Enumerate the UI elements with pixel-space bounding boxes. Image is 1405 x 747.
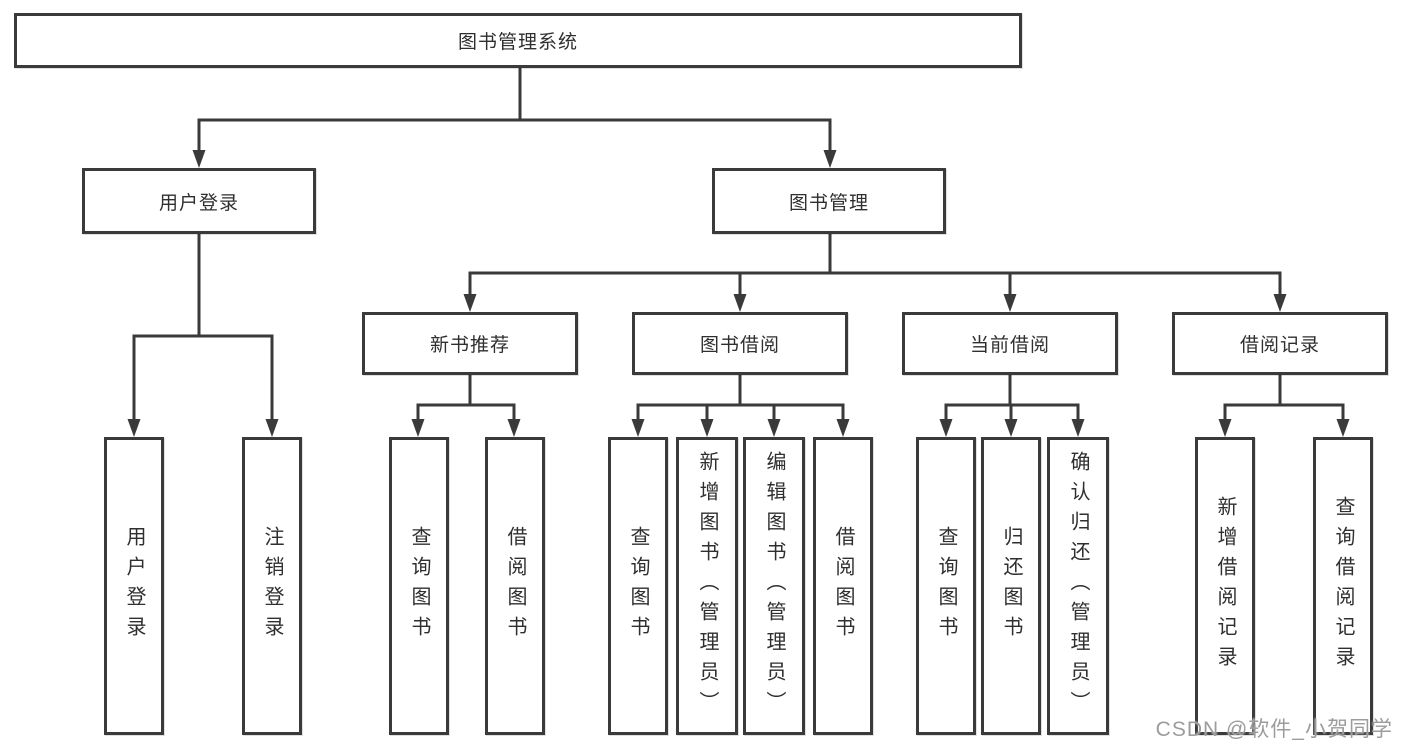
leaf-edit-books-admin: 编辑图书（管理员） <box>743 437 805 735</box>
node-user-login: 用户登录 <box>82 168 316 234</box>
leaf-user-login: 用户登录 <box>104 437 164 735</box>
leaf-confirm-return-admin: 确认归还（管理员） <box>1047 437 1109 735</box>
leaf-return-books: 归还图书 <box>981 437 1041 735</box>
leaf-query-books-borrow: 查询图书 <box>608 437 668 735</box>
node-label: 借阅记录 <box>1239 335 1320 356</box>
node-label: 图书借阅 <box>699 335 780 356</box>
leaf-add-books-admin: 新增图书（管理员） <box>676 437 738 735</box>
node-label: 用户登录 <box>123 526 145 646</box>
node-label: 当前借阅 <box>969 335 1050 356</box>
node-label: 查询图书 <box>935 526 957 646</box>
node-label: 查询图书 <box>627 526 649 646</box>
leaf-query-borrow-record: 查询借阅记录 <box>1313 437 1373 735</box>
node-label: 图书管理 <box>788 192 869 214</box>
leaf-add-borrow-record: 新增借阅记录 <box>1195 437 1255 735</box>
node-label: 编辑图书（管理员） <box>763 451 785 721</box>
node-book-management: 图书管理 <box>712 168 946 234</box>
leaf-borrow-books: 借阅图书 <box>813 437 873 735</box>
node-book-borrow: 图书借阅 <box>632 312 848 375</box>
node-borrow-record: 借阅记录 <box>1172 312 1388 375</box>
leaf-query-books-current: 查询图书 <box>916 437 976 735</box>
node-label: 借阅图书 <box>832 526 854 646</box>
node-current-borrow: 当前借阅 <box>902 312 1118 375</box>
node-label: 图书管理系统 <box>457 32 578 53</box>
node-label: 借阅图书 <box>504 526 526 646</box>
node-label: 确认归还（管理员） <box>1067 451 1089 721</box>
watermark: CSDN @软件_小贺同学 <box>1155 718 1393 741</box>
node-new-book-recommend: 新书推荐 <box>362 312 578 375</box>
node-label: 查询图书 <box>408 526 430 646</box>
node-label: 新增借阅记录 <box>1214 496 1236 676</box>
node-label: 归还图书 <box>1000 526 1022 646</box>
leaf-borrow-books-recommend: 借阅图书 <box>485 437 545 735</box>
node-label: 用户登录 <box>158 192 239 214</box>
node-label: 注销登录 <box>261 526 283 646</box>
leaf-query-books-recommend: 查询图书 <box>389 437 449 735</box>
node-library-management-system: 图书管理系统 <box>14 13 1022 68</box>
node-label: 查询借阅记录 <box>1332 496 1354 676</box>
node-label: 新增图书（管理员） <box>696 451 718 721</box>
leaf-logout-login: 注销登录 <box>242 437 302 735</box>
node-label: 新书推荐 <box>429 335 510 356</box>
